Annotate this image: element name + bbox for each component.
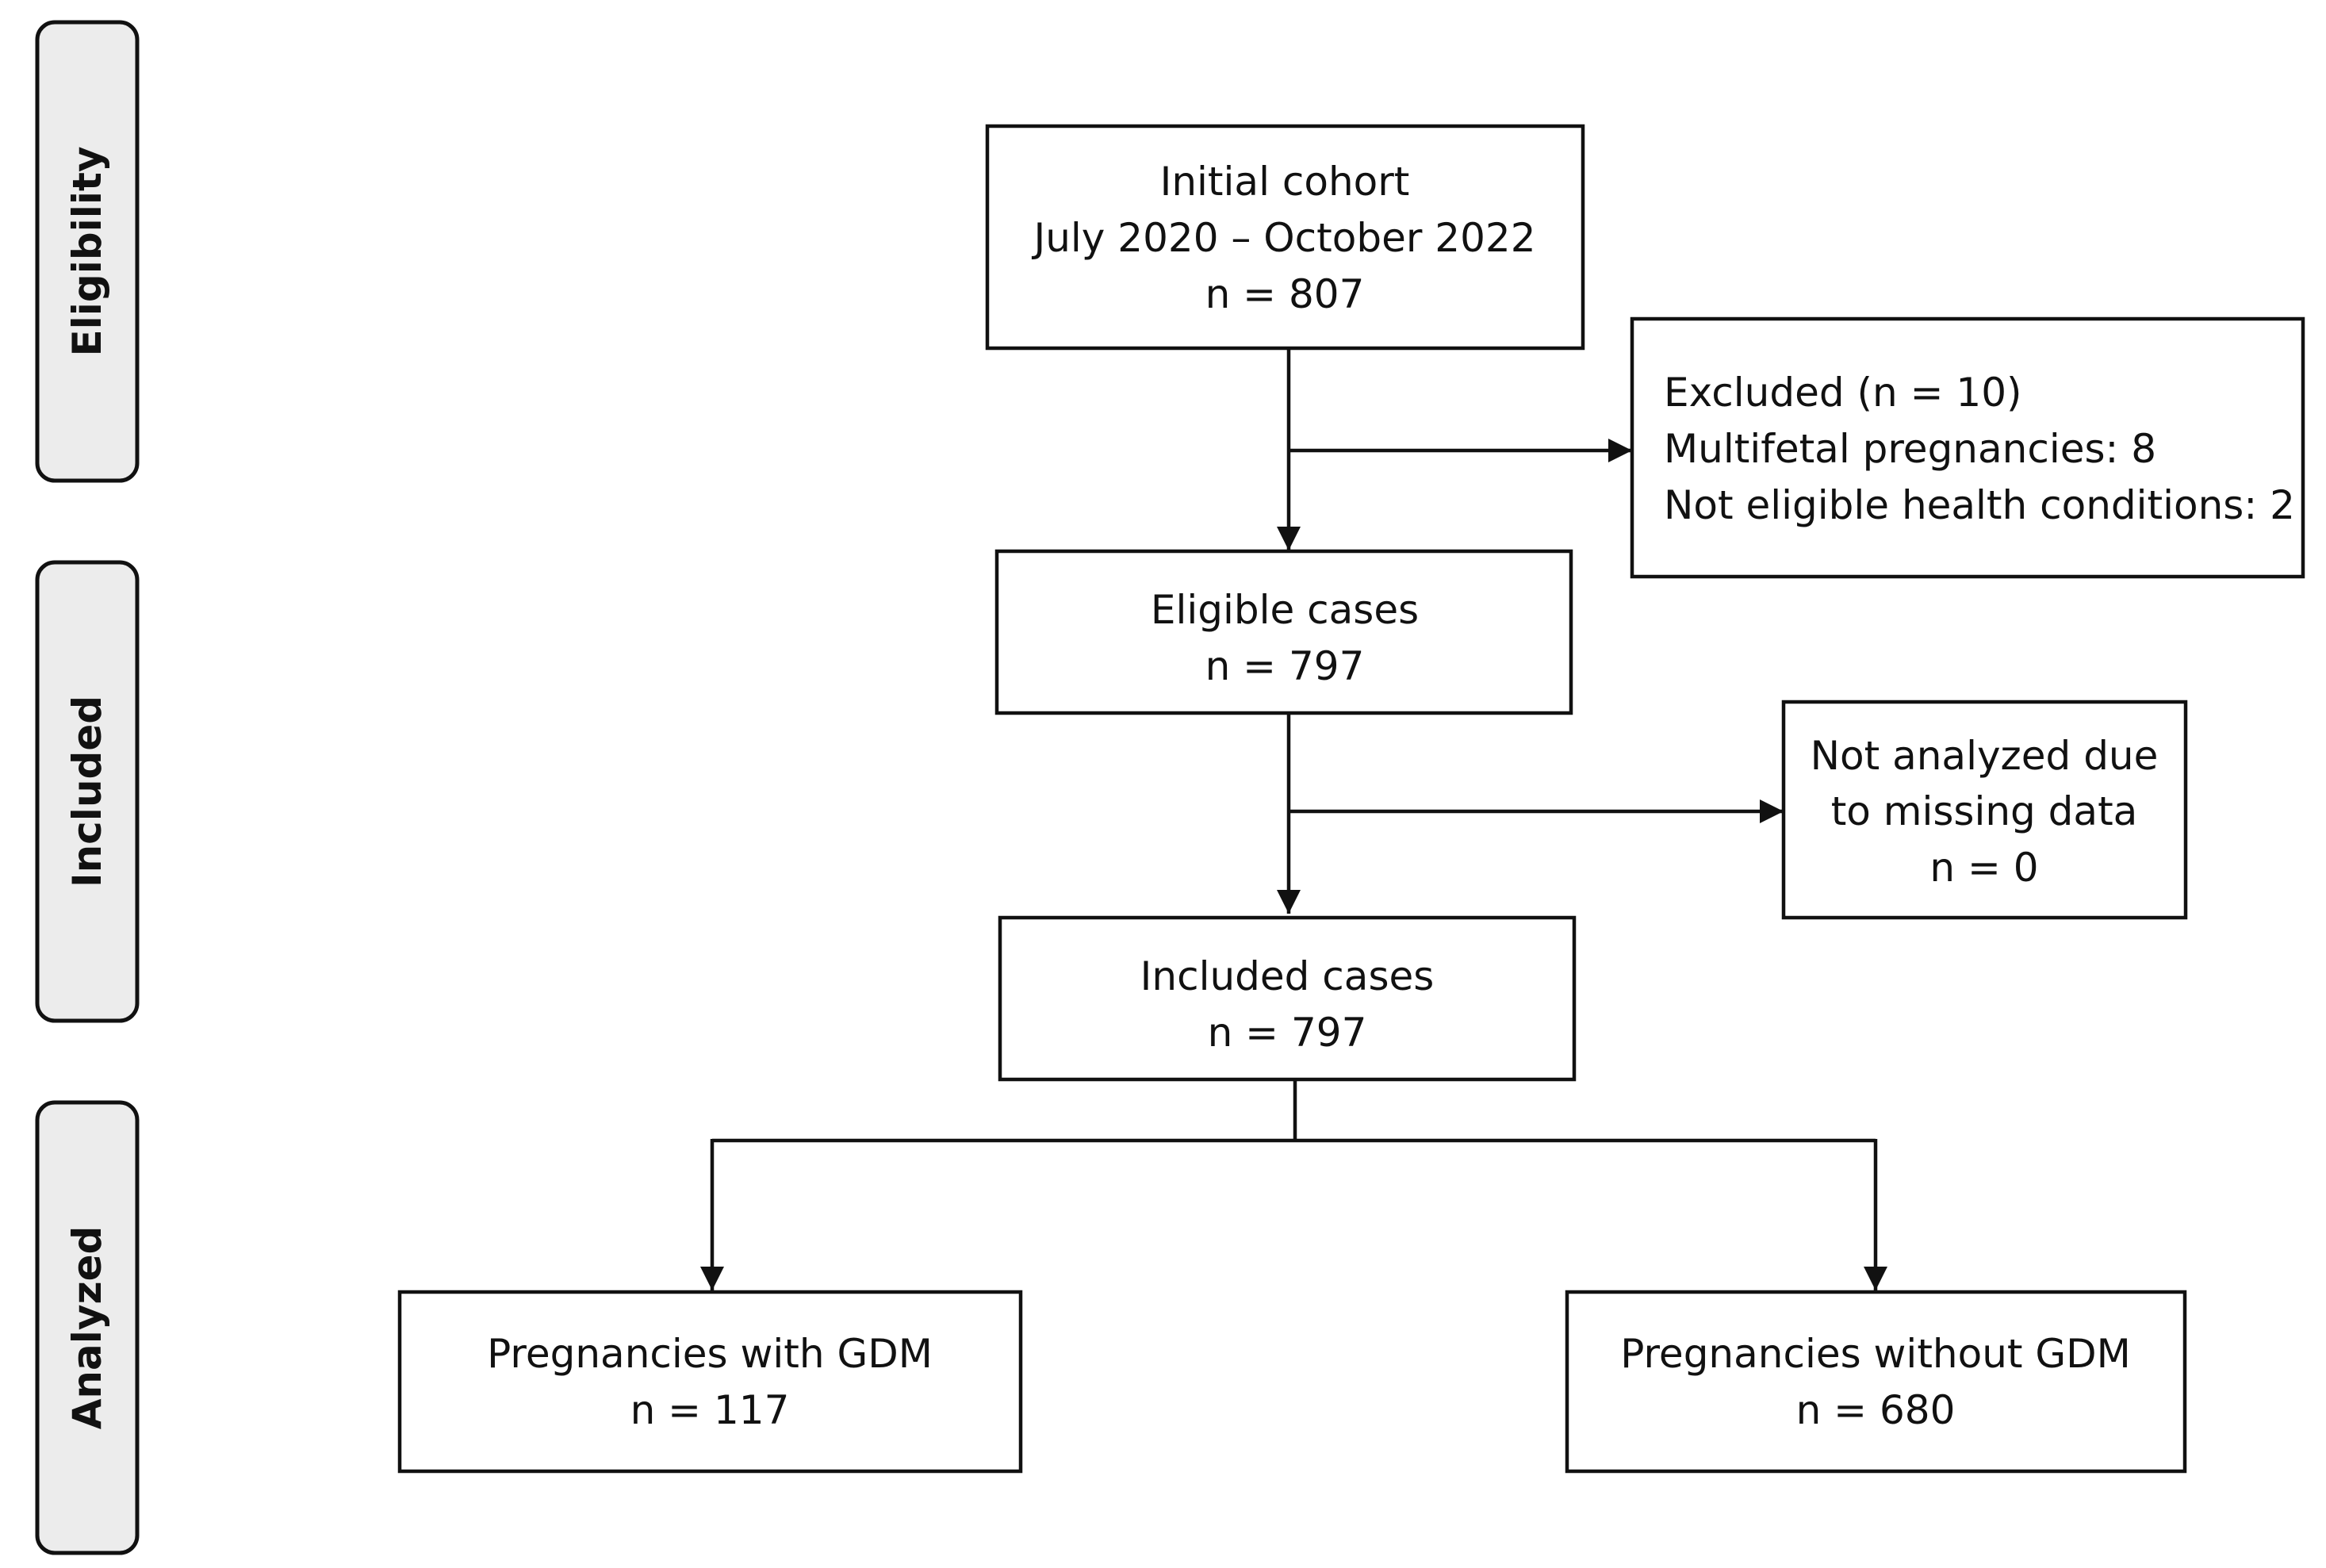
not-analyzed-count: n = 0 [1929, 845, 2038, 891]
stage-analyzed: Analyzed [35, 1100, 140, 1555]
initial-cohort-dates: July 2020 – October 2022 [1031, 215, 1535, 261]
box-without-gdm: Pregnancies without GDM n = 680 [1565, 1290, 2187, 1474]
excluded-title: Excluded (n = 10) [1664, 370, 2022, 416]
stage-included-label: Included [64, 696, 110, 888]
stage-eligibility: Eligibility [35, 20, 140, 483]
with-gdm-title: Pregnancies with GDM [487, 1331, 933, 1377]
with-gdm-count: n = 117 [630, 1387, 790, 1433]
excluded-multifetal: Multifetal pregnancies: 8 [1664, 426, 2156, 472]
included-cases-count: n = 797 [1208, 1010, 1367, 1056]
box-with-gdm: Pregnancies with GDM n = 117 [397, 1290, 1023, 1474]
box-eligible-cases: Eligible cases n = 797 [994, 549, 1573, 715]
not-analyzed-line1: Not analyzed due [1811, 733, 2159, 779]
box-initial-cohort: Initial cohort July 2020 – October 2022 … [985, 124, 1585, 351]
stage-eligibility-label: Eligibility [64, 146, 110, 356]
connectors [700, 349, 1887, 1290]
stage-included: Included [35, 560, 140, 1023]
eligible-cases-count: n = 797 [1205, 643, 1365, 689]
not-analyzed-line2: to missing data [1831, 788, 2138, 834]
without-gdm-title: Pregnancies without GDM [1620, 1331, 2131, 1377]
without-gdm-count: n = 680 [1796, 1387, 1956, 1433]
excluded-health-conditions: Not eligible health conditions: 2 [1664, 482, 2295, 528]
initial-cohort-title: Initial cohort [1160, 159, 1410, 205]
initial-cohort-count: n = 807 [1205, 271, 1365, 317]
box-excluded: Excluded (n = 10) Multifetal pregnancies… [1630, 316, 2305, 579]
box-included-cases: Included cases n = 797 [998, 915, 1577, 1082]
eligible-cases-title: Eligible cases [1151, 587, 1419, 633]
included-cases-title: Included cases [1140, 953, 1435, 999]
stage-analyzed-label: Analyzed [64, 1226, 110, 1430]
box-not-analyzed: Not analyzed due to missing data n = 0 [1781, 700, 2188, 920]
